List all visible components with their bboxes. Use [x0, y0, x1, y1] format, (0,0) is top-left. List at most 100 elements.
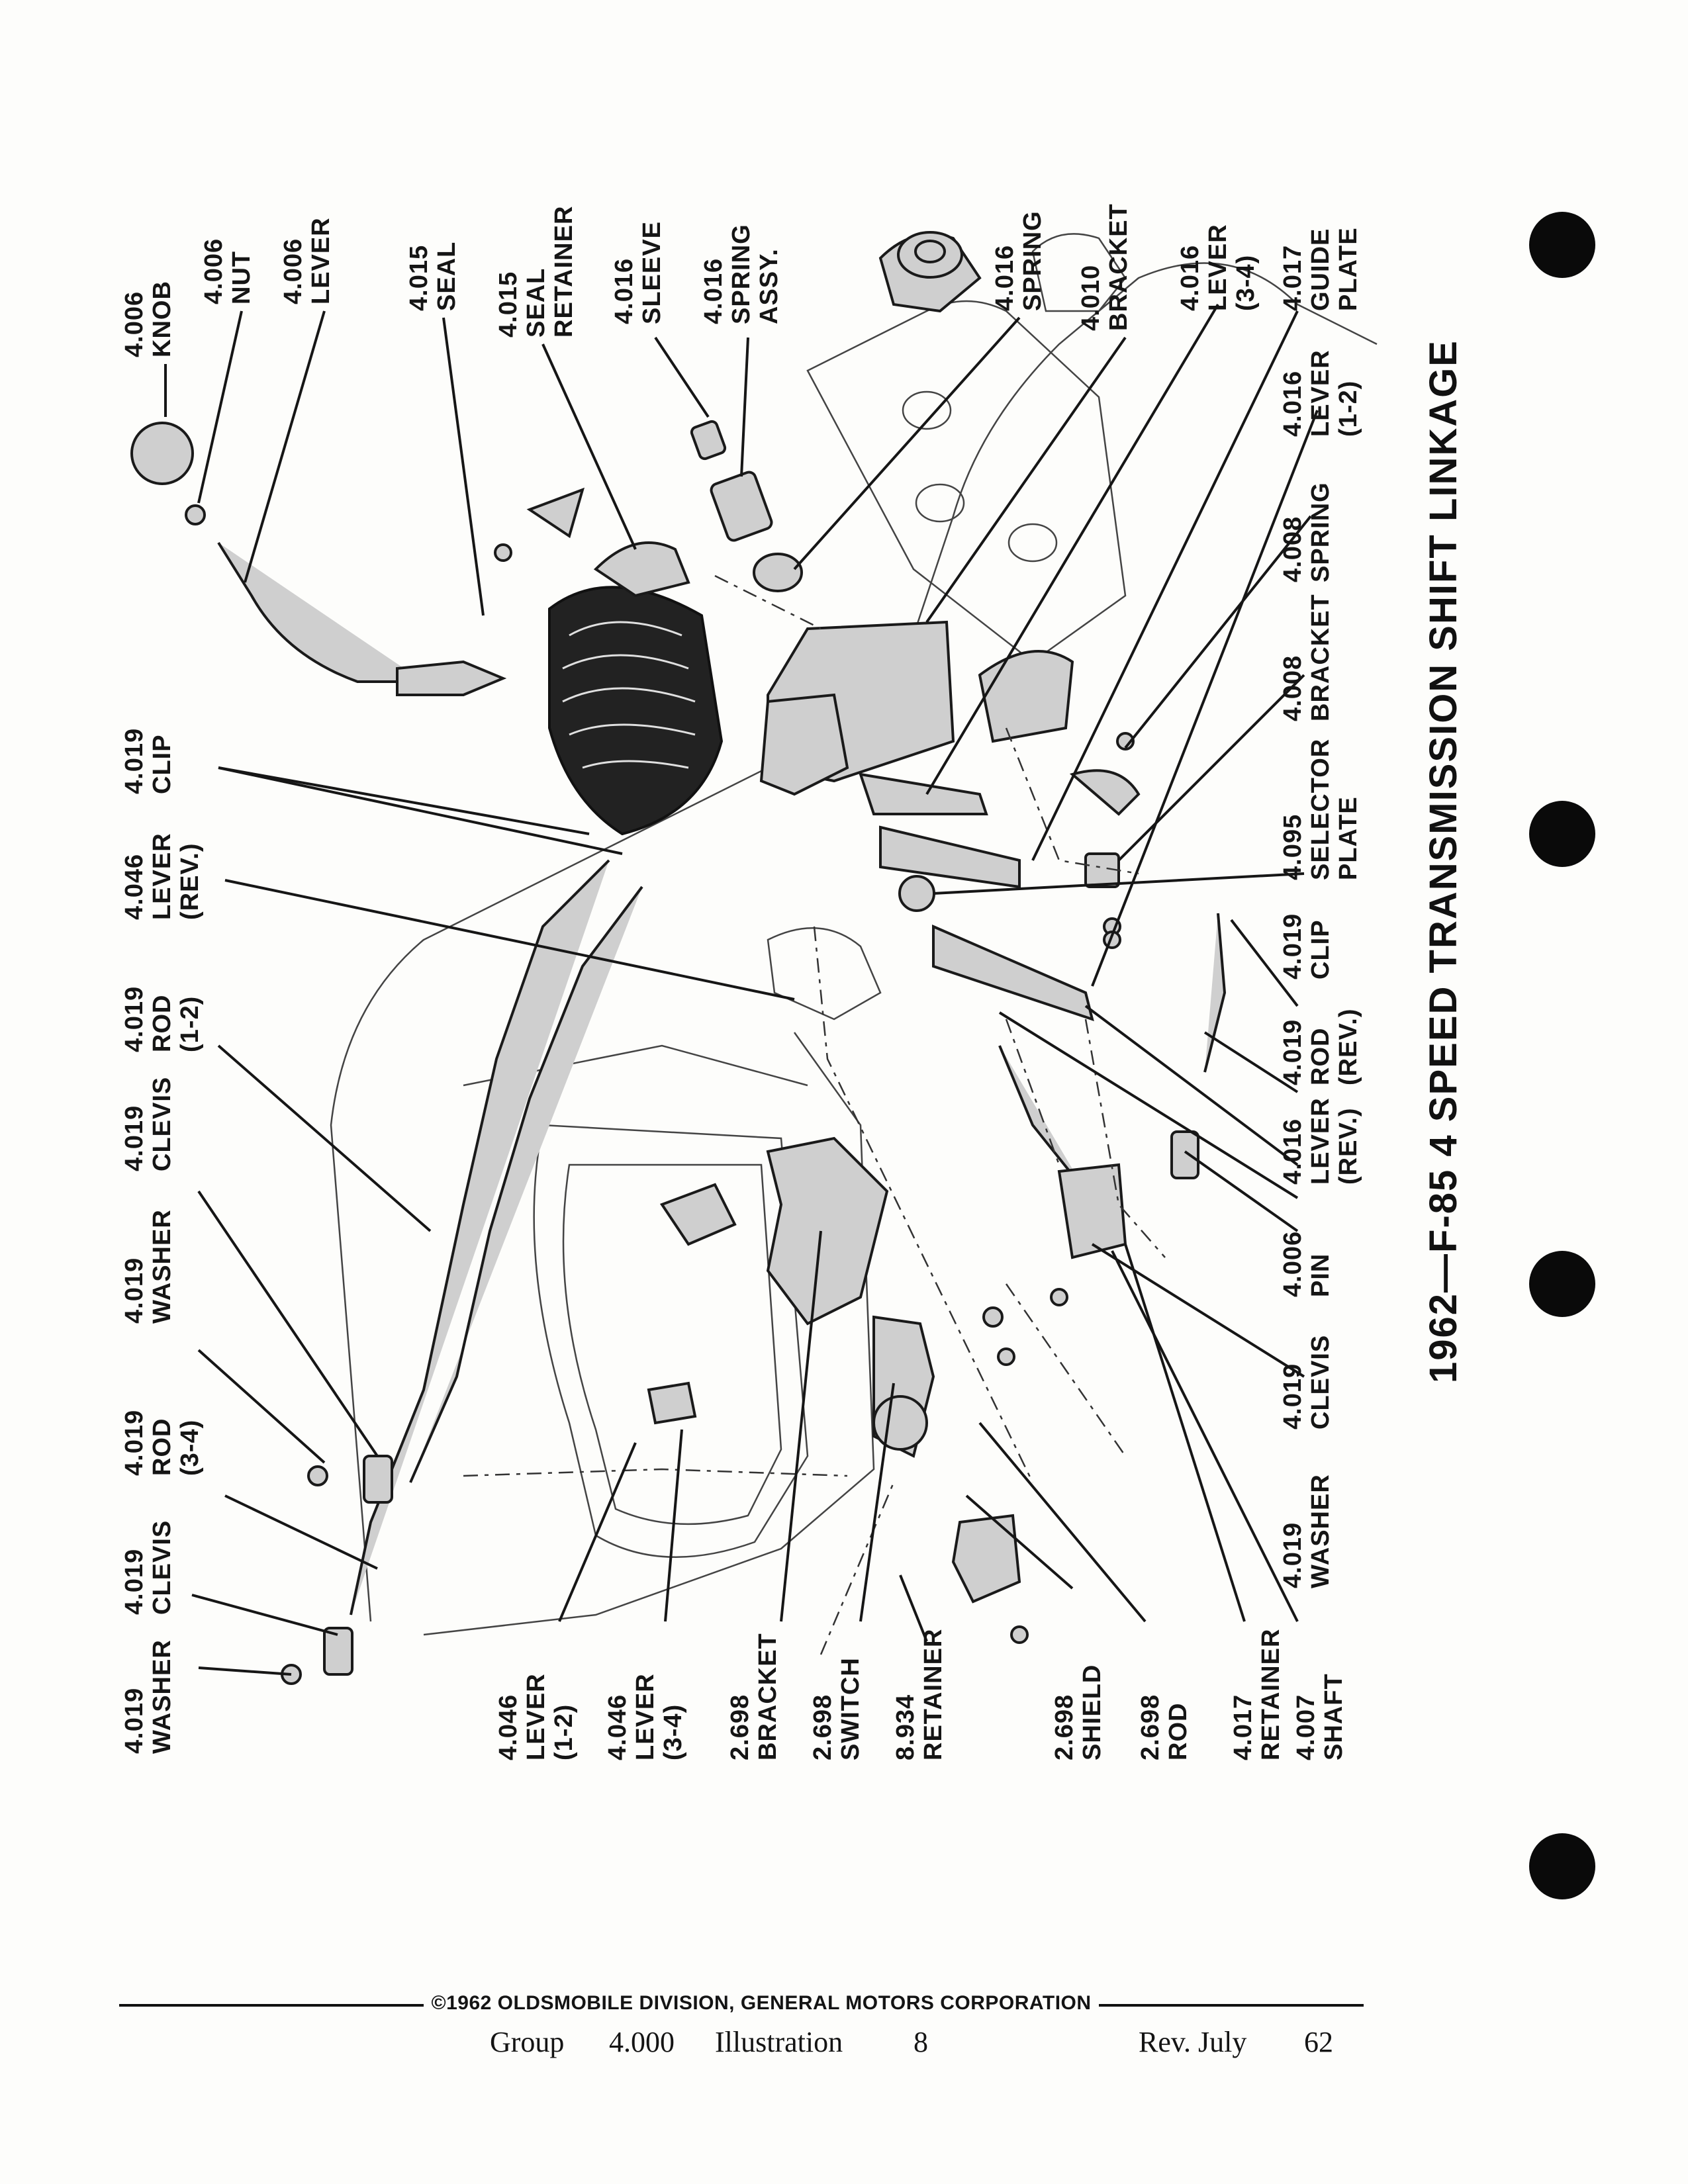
- shift-lever-assembly: [130, 422, 507, 696]
- svg-text:RETAINER: RETAINER: [1257, 1629, 1285, 1760]
- svg-text:SPRING: SPRING: [1307, 482, 1335, 582]
- svg-text:4.016: 4.016: [1279, 371, 1307, 437]
- label-washer-left-1: 4.019 WASHER: [120, 1209, 176, 1324]
- svg-text:ROD: ROD: [148, 995, 176, 1052]
- label-spring-4008: 4.008 SPRING: [1279, 482, 1335, 582]
- svg-text:(3-4): (3-4): [176, 1420, 204, 1476]
- label-clevis-right: 4.019 CLEVIS: [1279, 1335, 1335, 1430]
- svg-text:RETAINER: RETAINER: [550, 206, 578, 338]
- svg-text:LEVER: LEVER: [148, 833, 176, 920]
- label-lever-3-4-bottom: 4.046 LEVER (3-4): [604, 1673, 687, 1760]
- svg-text:2.698: 2.698: [1137, 1694, 1164, 1760]
- label-washer-left-2: 4.019 WASHER: [120, 1639, 176, 1754]
- label-selector-plate: 4.095 SELECTOR PLATE: [1279, 739, 1362, 880]
- svg-text:LEVER: LEVER: [1307, 349, 1335, 437]
- svg-text:4.006: 4.006: [200, 238, 228, 304]
- footer-rule-right: [1099, 2004, 1364, 2007]
- svg-text:4.016: 4.016: [1279, 1118, 1307, 1185]
- svg-text:LEVER: LEVER: [1307, 1097, 1335, 1185]
- illustration-label: Illustration: [715, 2026, 843, 2058]
- shift-linkage-diagram: 4.006 KNOB 4.006 NUT 4.006 LEVER 4.015 S…: [120, 203, 1465, 1760]
- svg-text:4.019: 4.019: [120, 1105, 148, 1171]
- label-retainer-8934: 8.934 RETAINER: [892, 1629, 947, 1760]
- svg-text:4.015: 4.015: [494, 271, 522, 338]
- svg-text:4.017: 4.017: [1279, 245, 1307, 311]
- svg-text:4.019: 4.019: [120, 1410, 148, 1476]
- svg-text:4.046: 4.046: [120, 854, 148, 920]
- svg-text:(REV.): (REV.): [1335, 1107, 1362, 1185]
- label-lever-1-2-right: 4.016 LEVER (1-2): [1279, 349, 1362, 437]
- svg-text:PLATE: PLATE: [1335, 796, 1362, 880]
- label-bracket-2698: 2.698 BRACKET: [726, 1633, 782, 1760]
- svg-text:ROD: ROD: [148, 1418, 176, 1476]
- leader-lines: [164, 303, 1319, 1676]
- svg-text:CLIP: CLIP: [148, 734, 176, 794]
- label-clip-right: 4.019 CLIP: [1279, 913, 1335, 979]
- label-washer-right: 4.019 WASHER: [1279, 1474, 1335, 1588]
- svg-text:WASHER: WASHER: [148, 1209, 176, 1324]
- svg-text:4.019: 4.019: [120, 728, 148, 794]
- svg-text:SHAFT: SHAFT: [1320, 1673, 1348, 1760]
- shift-seal: [494, 487, 724, 836]
- copyright-line: ©1962 OLDSMOBILE DIVISION, GENERAL MOTOR…: [119, 1992, 1364, 2019]
- svg-text:4.015: 4.015: [405, 245, 433, 311]
- svg-text:GUIDE: GUIDE: [1307, 228, 1335, 311]
- svg-text:WASHER: WASHER: [1307, 1474, 1335, 1588]
- label-nut: 4.006 NUT: [200, 238, 256, 304]
- label-rod-3-4: 4.019 ROD (3-4): [120, 1410, 204, 1476]
- footer-rule-left: [119, 2004, 424, 2007]
- svg-text:PLATE: PLATE: [1335, 227, 1362, 311]
- svg-text:4.016: 4.016: [1176, 245, 1204, 311]
- binder-hole-2: [1529, 801, 1595, 867]
- svg-text:4.017: 4.017: [1229, 1694, 1257, 1760]
- bracket-and-levers: [759, 620, 1141, 1022]
- svg-text:4.008: 4.008: [1279, 516, 1307, 582]
- label-lever-3-4-top: 4.016 LEVER (3-4): [1176, 224, 1260, 311]
- svg-text:ROD: ROD: [1164, 1703, 1192, 1760]
- label-shaft: 4.007 SHAFT: [1292, 1673, 1348, 1760]
- label-spring: 4.016 SPRING: [991, 210, 1047, 311]
- svg-text:BRACKET: BRACKET: [1105, 203, 1133, 331]
- svg-text:(3-4): (3-4): [659, 1704, 687, 1760]
- svg-text:CLEVIS: CLEVIS: [148, 1520, 176, 1615]
- diagram-title: 1962—F-85 4 SPEED TRANSMISSION SHIFT LIN…: [1422, 340, 1465, 1383]
- svg-text:KNOB: KNOB: [148, 281, 176, 357]
- revision-label: Rev. July: [1139, 2026, 1247, 2058]
- svg-text:2.698: 2.698: [726, 1694, 754, 1760]
- svg-text:(1-2): (1-2): [550, 1704, 578, 1760]
- svg-text:SELECTOR: SELECTOR: [1307, 739, 1335, 880]
- svg-text:SLEEVE: SLEEVE: [638, 221, 666, 324]
- svg-text:SPRING: SPRING: [727, 224, 755, 324]
- label-lever: 4.006 LEVER: [279, 217, 335, 304]
- copyright-notice: ©1962 OLDSMOBILE DIVISION, GENERAL MOTOR…: [431, 1992, 1092, 2014]
- svg-text:SWITCH: SWITCH: [837, 1657, 865, 1760]
- svg-text:4.019: 4.019: [120, 1688, 148, 1754]
- svg-text:4.007: 4.007: [1292, 1694, 1320, 1760]
- svg-text:LEVER: LEVER: [522, 1673, 550, 1760]
- footer-reference-row: Group 4.000 Illustration 8 Rev. July 62: [119, 2025, 1364, 2065]
- svg-text:8.934: 8.934: [892, 1694, 919, 1760]
- svg-text:CLEVIS: CLEVIS: [148, 1077, 176, 1171]
- svg-text:WASHER: WASHER: [148, 1639, 176, 1754]
- svg-text:4.019: 4.019: [120, 1257, 148, 1324]
- svg-text:(REV.): (REV.): [176, 842, 204, 920]
- label-knob: 4.006 KNOB: [120, 281, 176, 357]
- svg-text:4.006: 4.006: [120, 291, 148, 357]
- label-sleeve: 4.016 SLEEVE: [610, 221, 666, 324]
- group-value: 4.000: [609, 2026, 675, 2058]
- svg-text:BRACKET: BRACKET: [754, 1633, 782, 1760]
- binder-hole-3: [1529, 1251, 1595, 1317]
- sleeve-spring: [690, 420, 803, 592]
- svg-text:PIN: PIN: [1307, 1253, 1335, 1297]
- label-rod-1-2: 4.019 ROD (1-2): [120, 986, 204, 1052]
- svg-text:ASSY.: ASSY.: [755, 248, 783, 324]
- svg-text:4.006: 4.006: [279, 238, 307, 304]
- binder-hole-4: [1529, 1833, 1595, 1899]
- svg-text:4.016: 4.016: [991, 245, 1019, 311]
- label-clevis-left-1: 4.019 CLEVIS: [120, 1077, 176, 1171]
- bolts: [281, 732, 1135, 1685]
- label-lever-rev-left: 4.046 LEVER (REV.): [120, 833, 204, 920]
- label-guide-plate: 4.017 GUIDE PLATE: [1279, 227, 1362, 311]
- label-clevis-left-2: 4.019 CLEVIS: [120, 1520, 176, 1615]
